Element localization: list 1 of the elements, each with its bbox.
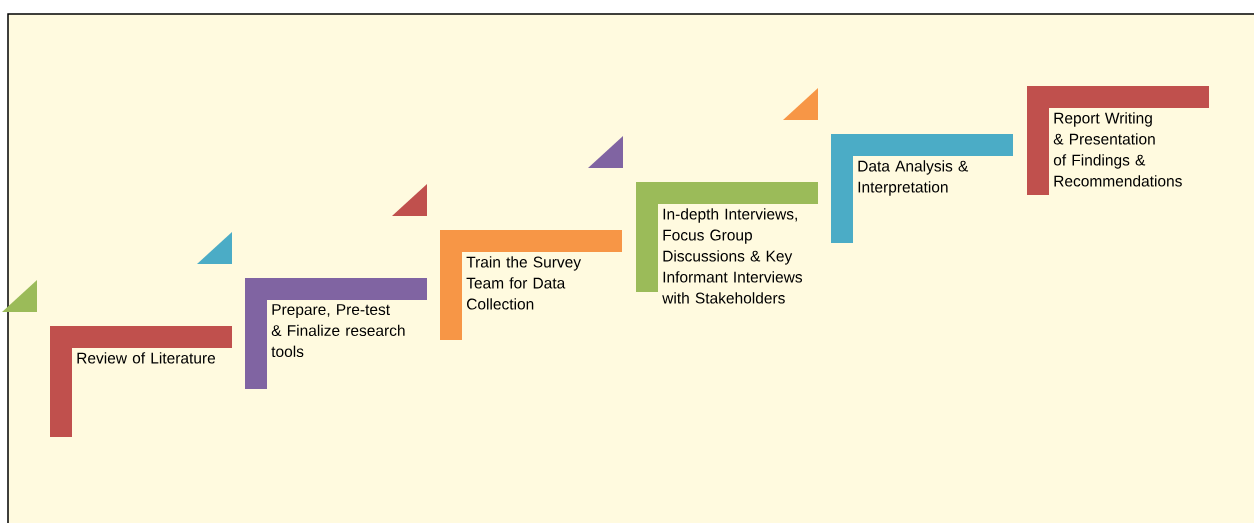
node-label: with Stakeholders bbox=[662, 292, 785, 304]
